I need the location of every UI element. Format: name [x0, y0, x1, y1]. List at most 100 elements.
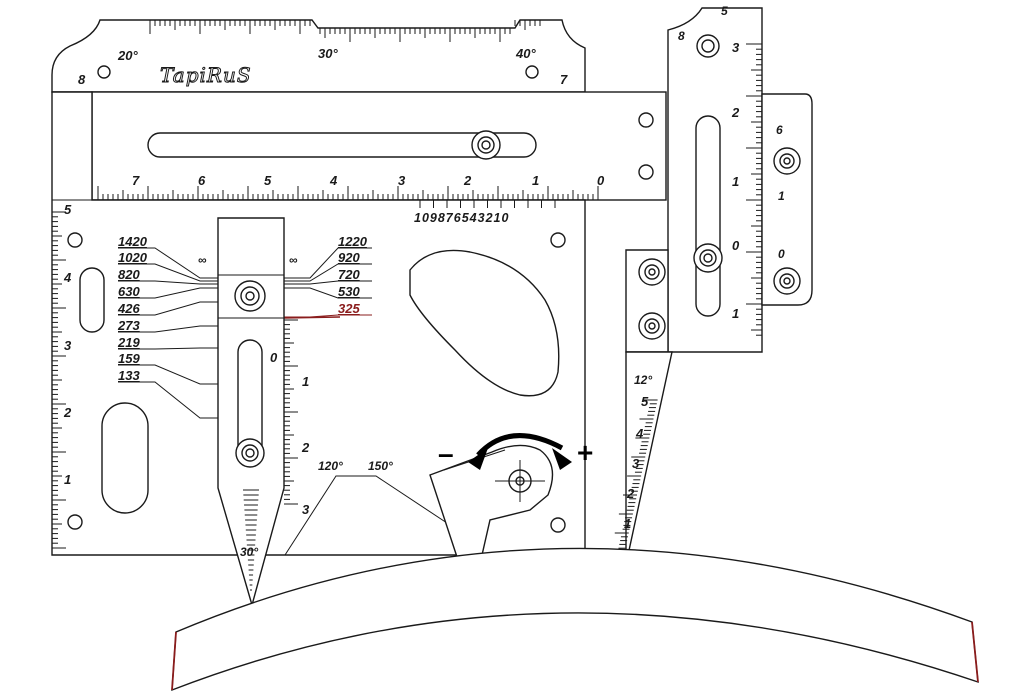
diameter-label: 159	[118, 351, 140, 366]
minus-sign: –	[438, 438, 454, 469]
ruler-label: 7	[132, 173, 140, 188]
vernier-label: 109876543210	[414, 211, 509, 225]
mount-hole	[638, 164, 654, 180]
rotate-arrow[interactable]	[476, 433, 564, 457]
body-slot	[79, 267, 105, 333]
diameter-label: 1420	[118, 234, 148, 249]
diameter-label: 820	[118, 267, 140, 282]
tab-label-0: 0	[778, 247, 785, 261]
diameter-label: 426	[117, 301, 140, 316]
incline-labels: 54321	[624, 394, 649, 531]
vertical-top-screw	[696, 34, 720, 58]
ruler-label: 3	[64, 338, 72, 353]
ruler-label: 6	[198, 173, 206, 188]
arrow-head-right	[552, 448, 572, 470]
probe-tip-ticks	[243, 489, 259, 591]
ruler-label: 3	[398, 173, 406, 188]
ruler-label: 1	[732, 174, 739, 189]
tab-label-1: 1	[778, 189, 785, 203]
infinity-left: ∞	[198, 253, 207, 267]
angle-scale-plate	[51, 19, 586, 93]
angle-label-20: 20°	[117, 48, 138, 63]
diameter-leader	[118, 364, 218, 385]
angle-guide	[284, 475, 451, 556]
angle-label-30: 30°	[318, 46, 338, 61]
right-tab-plate	[761, 93, 813, 306]
ruler-label: 1	[532, 173, 539, 188]
vertical-mark-5: 5	[721, 4, 728, 18]
diameter-leader	[118, 247, 218, 279]
diameter-label: 1220	[338, 234, 368, 249]
ruler-label: 2	[63, 405, 72, 420]
ruler-label: 4	[63, 270, 72, 285]
diameter-label: 133	[118, 368, 140, 383]
mount-hole	[67, 514, 83, 530]
slot-screw	[471, 130, 501, 160]
ruler-label: 4	[329, 173, 338, 188]
corner-mark-7: 7	[560, 72, 568, 87]
probe-screw[interactable]	[234, 280, 266, 312]
diameter-leader	[118, 280, 218, 285]
plus-sign: +	[577, 437, 593, 468]
vertical-mark-8: 8	[678, 29, 685, 43]
incline-angle-label: 12°	[634, 373, 652, 387]
angle-120-label: 120°	[318, 459, 343, 473]
diameter-leader	[118, 325, 218, 333]
mount-hole	[525, 65, 539, 79]
diameter-label: 273	[117, 318, 140, 333]
ruler-label: 2	[301, 440, 310, 455]
angle-scale-ticks	[149, 20, 541, 42]
cutout-window	[409, 249, 560, 397]
mount-hole	[67, 232, 83, 248]
mount-hole	[97, 65, 111, 79]
angle-30-label: 30°	[240, 545, 258, 559]
body-slot	[101, 402, 149, 514]
diameter-label: 630	[118, 284, 140, 299]
angle-label-40: 40°	[515, 46, 536, 61]
diameter-label: 720	[338, 267, 360, 282]
diameter-leaders-left	[118, 247, 218, 419]
pipe-cut-right	[971, 621, 979, 683]
pipe-cut-left	[171, 631, 177, 691]
mount-hole	[550, 517, 566, 533]
bracket-screw	[638, 312, 666, 340]
rotating-foot[interactable]	[429, 444, 554, 561]
vertical-slot	[695, 115, 721, 317]
mount-hole	[638, 112, 654, 128]
slide-slot	[147, 132, 537, 158]
diameter-label: 530	[338, 284, 360, 299]
infinity-right: ∞	[289, 253, 298, 267]
probe-ruler-ticks	[284, 319, 298, 505]
pipe-wall	[171, 547, 979, 692]
diameter-label: 219	[117, 335, 140, 350]
incline-label: 4	[635, 426, 644, 441]
ruler-label: 3	[732, 40, 740, 55]
probe-lower-screw[interactable]	[235, 438, 265, 468]
diameter-label: 1020	[118, 250, 148, 265]
tab-mark-6: 6	[776, 123, 783, 137]
diameter-leader	[118, 287, 218, 299]
diameter-label: 325	[338, 301, 360, 316]
diameter-leader	[118, 347, 218, 350]
diameter-leader	[118, 301, 218, 316]
diameter-leader	[118, 381, 218, 419]
diameter-leader	[284, 287, 372, 299]
angle-150-label: 150°	[368, 459, 393, 473]
ruler-label: 5	[64, 202, 72, 217]
tab-screw	[773, 267, 801, 295]
vertical-slot-screw[interactable]	[693, 243, 723, 273]
left-ruler-labels: 54321	[63, 202, 72, 487]
tab-screw	[773, 147, 801, 175]
arrow-head-left	[468, 448, 488, 470]
incline-label: 5	[641, 394, 649, 409]
ruler-label: 3	[302, 502, 310, 517]
bracket-screw	[638, 258, 666, 286]
vernier-ticks	[419, 200, 556, 208]
ruler-label: 0	[597, 173, 605, 188]
incline-label: 3	[632, 456, 640, 471]
